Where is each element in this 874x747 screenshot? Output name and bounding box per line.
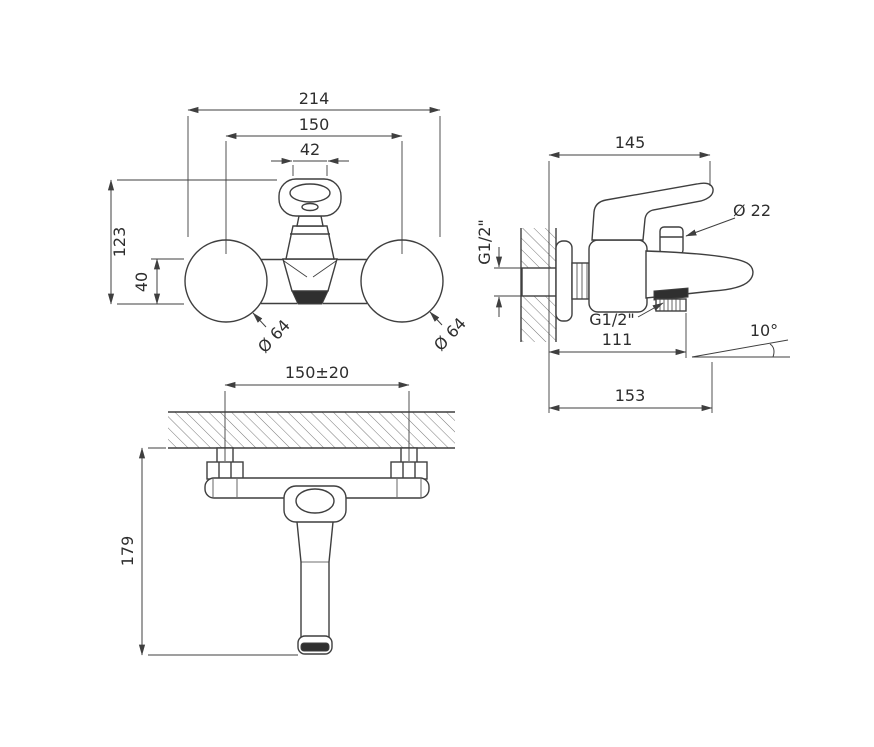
inlet-stub xyxy=(521,267,557,297)
body-side xyxy=(588,239,648,313)
handle-neck xyxy=(296,215,324,227)
left-nut xyxy=(206,461,244,480)
side-view: 145 G1/2" Ø 22 G1/2" xyxy=(475,133,790,413)
dim-label-inlet-thread: G1/2" xyxy=(475,219,494,265)
dim-label-150pm20: 150±20 xyxy=(285,363,349,382)
bottom-view: 150±20 179 xyxy=(118,363,455,656)
spout-base-ring xyxy=(295,488,335,514)
outlet-thread-stub xyxy=(655,298,687,312)
aerator-front xyxy=(291,290,329,305)
dim-label-145: 145 xyxy=(615,133,646,152)
dim-centers-width: 150 xyxy=(225,115,403,254)
dim-outlet-thread: G1/2" xyxy=(589,302,664,329)
handle-side xyxy=(591,182,714,241)
dim-flange-right: Ø 64 xyxy=(429,311,470,355)
dim-spout-angle: 10° xyxy=(691,321,790,358)
front-view: 214 150 42 123 xyxy=(107,89,470,357)
dim-body-height: 40 xyxy=(132,258,184,305)
dim-cartridge-width: 42 xyxy=(271,140,349,176)
dim-label-150: 150 xyxy=(299,115,330,134)
wall-band-hatch xyxy=(168,412,455,448)
dim-label-dia64-left: Ø 64 xyxy=(254,316,294,357)
dim-label-outlet-thread: G1/2" xyxy=(589,310,635,329)
dim-label-42: 42 xyxy=(300,140,320,159)
dim-inlet-thread: G1/2" xyxy=(475,219,522,317)
dim-depth-to-handle: 145 xyxy=(548,133,711,413)
dim-label-123: 123 xyxy=(110,227,129,258)
cartridge-housing xyxy=(285,225,335,260)
dim-spout-drop: 179 xyxy=(118,447,298,656)
dim-label-10deg: 10° xyxy=(750,321,778,340)
dim-total-width: 214 xyxy=(187,89,441,237)
right-nut xyxy=(390,461,428,480)
dim-label-111: 111 xyxy=(602,330,633,349)
dim-label-214: 214 xyxy=(299,89,330,108)
handle-front xyxy=(278,178,342,217)
dim-label-153: 153 xyxy=(615,386,646,405)
dim-label-dia22: Ø 22 xyxy=(733,201,771,220)
dim-label-dia64-right: Ø 64 xyxy=(430,314,470,355)
spout-side xyxy=(645,250,754,299)
threaded-connector xyxy=(571,262,590,300)
spout-tip-aerator xyxy=(300,642,330,652)
dim-spout-reach: 111 xyxy=(548,313,687,358)
dim-label-179: 179 xyxy=(118,536,137,567)
dim-mounting-span: 150±20 xyxy=(224,363,410,461)
spout-front xyxy=(282,258,338,292)
side-flange xyxy=(555,240,573,322)
diverter-knob xyxy=(659,226,684,255)
outlet-collar xyxy=(653,287,689,301)
dim-label-40: 40 xyxy=(132,272,151,292)
dim-total-depth: 153 xyxy=(548,362,713,413)
spout-base-plate xyxy=(283,485,347,523)
dim-flange-left: Ø 64 xyxy=(252,312,294,357)
dim-diverter-diameter: Ø 22 xyxy=(685,201,771,237)
